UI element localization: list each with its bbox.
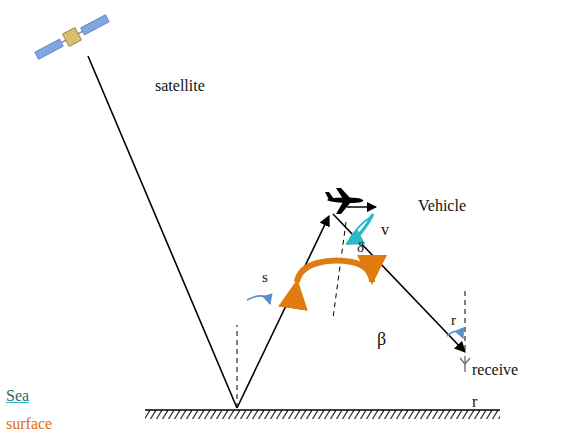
sea-surface	[145, 410, 500, 419]
angle-label: s	[262, 270, 268, 285]
vehicle-label: Vehicle	[418, 198, 466, 214]
satellite-icon	[33, 12, 110, 62]
angle-arrow	[297, 261, 372, 282]
angle-label: r	[451, 313, 456, 328]
satellite-label: satellite	[155, 78, 205, 94]
surface-label: surface	[6, 416, 52, 432]
velocity-arrow	[347, 206, 376, 208]
receiver-label: r	[472, 394, 477, 410]
receiver-label: receive	[472, 362, 518, 378]
angle-arrow	[447, 331, 463, 338]
aircraft-icon	[325, 188, 363, 214]
normal-line	[237, 222, 465, 408]
sea-label: Sea	[6, 388, 29, 404]
velocity-label: v	[381, 222, 389, 238]
angle-arrow	[247, 296, 270, 304]
angle-label: β	[377, 330, 386, 348]
receiver-antenna	[460, 356, 470, 372]
angle-label: δ	[357, 240, 364, 255]
signal-path	[88, 56, 465, 408]
